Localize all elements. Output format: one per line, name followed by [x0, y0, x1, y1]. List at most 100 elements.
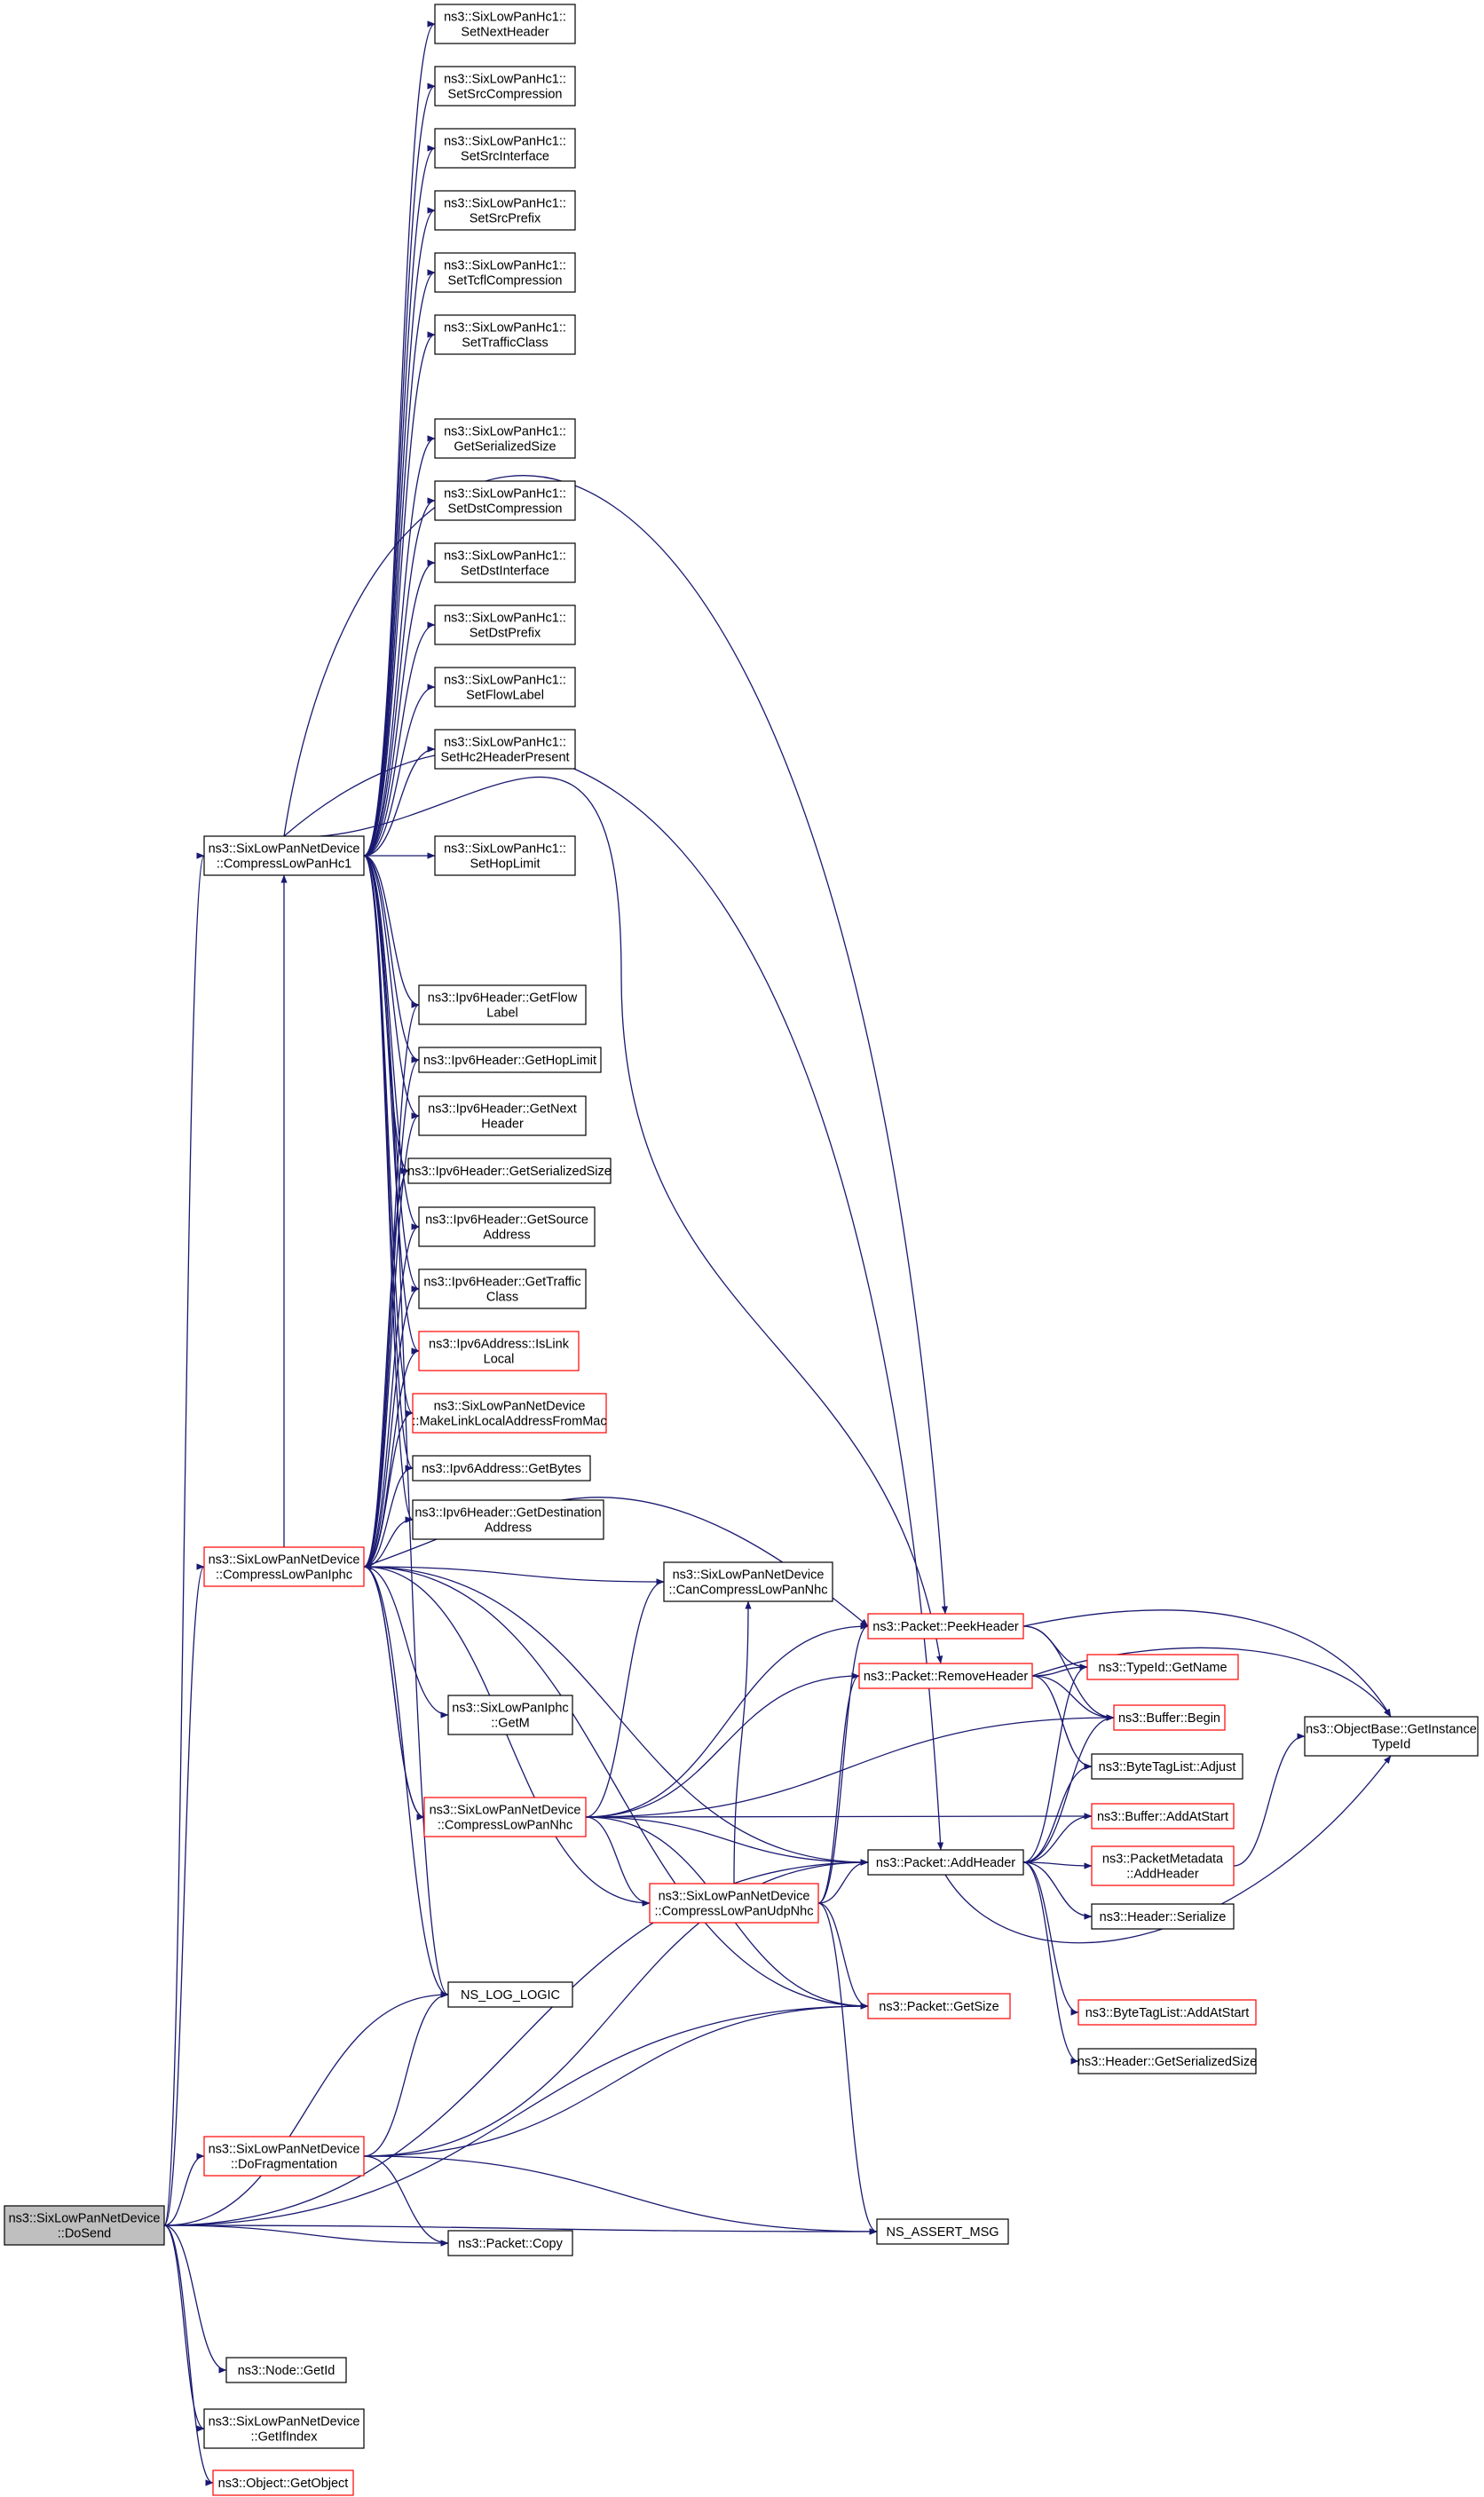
node-label: ns3::SixLowPanNetDevice — [434, 1400, 586, 1414]
node-box — [418, 1331, 580, 1371]
edge-udpnhc-to-cancomp — [733, 1600, 752, 1885]
node-box — [418, 1206, 596, 1247]
edge-dosend-to-dofrag — [163, 2153, 205, 2226]
node-peek[interactable]: ns3::Packet::PeekHeader — [867, 1613, 1024, 1640]
edge-addheader-to-adjust — [1022, 1763, 1093, 1863]
edge-addheader-to-objbase — [944, 1755, 1392, 1944]
node-dosend[interactable]: ns3::SixLowPanNetDevice::DoSend — [4, 2205, 165, 2246]
node-cancomp[interactable]: ns3::SixLowPanNetDevice::CanCompressLowP… — [663, 1561, 833, 1602]
edge-hc1-to-nslog — [363, 855, 449, 1998]
node-typeid[interactable]: ns3::TypeId::GetName — [1086, 1654, 1239, 1680]
node-label: SetFlowLabel — [466, 689, 544, 703]
node-hc1[interactable]: ns3::SixLowPanNetDevice::CompressLowPanH… — [203, 835, 365, 876]
edge-hc1-to-setdstcomp — [363, 497, 436, 857]
node-label: Address — [483, 1229, 530, 1243]
node-setdstpre[interactable]: ns3::SixLowPanHc1::SetDstPrefix — [434, 604, 576, 645]
edge-iphc-to-getsrc — [363, 1223, 420, 1568]
node-getobject[interactable]: ns3::Object::GetObject — [212, 2469, 354, 2496]
node-label: Label — [486, 1007, 517, 1021]
node-setflow[interactable]: ns3::SixLowPanHc1::SetFlowLabel — [434, 667, 576, 707]
edge-hc1-to-gethop — [363, 855, 420, 1063]
edge-addheader-to-serialize — [1022, 1861, 1093, 1920]
node-getsize[interactable]: ns3::Packet::GetSize — [867, 1993, 1011, 2019]
node-sethc2[interactable]: ns3::SixLowPanHc1::SetHc2HeaderPresent — [434, 729, 576, 770]
node-label: SetSrcCompression — [448, 88, 563, 102]
node-box — [4, 2205, 165, 2246]
node-box — [407, 1158, 612, 1184]
node-iphc[interactable]: ns3::SixLowPanNetDevice::CompressLowPanI… — [203, 1546, 365, 1587]
node-label: ns3::Ipv6Header::GetHopLimit — [423, 1054, 596, 1068]
node-label: ns3::Packet::Copy — [458, 2237, 563, 2251]
node-box — [412, 1499, 604, 1540]
node-settcfl[interactable]: ns3::SixLowPanHc1::SetTcflCompression — [434, 252, 576, 293]
node-label: ns3::Packet::RemoveHeader — [864, 1670, 1029, 1684]
node-label: ns3::Header::GetSerializedSize — [1077, 2055, 1257, 2069]
edge-dofrag-to-nslog — [363, 1991, 449, 2157]
node-nhc[interactable]: ns3::SixLowPanNetDevice::CompressLowPanN… — [423, 1797, 587, 1837]
edge-dosend-to-nslog — [163, 1991, 449, 2226]
node-setsrcif[interactable]: ns3::SixLowPanHc1::SetSrcInterface — [434, 128, 576, 169]
node-copy[interactable]: ns3::Packet::Copy — [447, 2230, 573, 2256]
node-setsrcpre[interactable]: ns3::SixLowPanHc1::SetSrcPrefix — [434, 190, 576, 231]
node-udpnhc[interactable]: ns3::SixLowPanNetDevice::CompressLowPanU… — [649, 1883, 819, 1924]
node-getid[interactable]: ns3::Node::GetId — [225, 2357, 347, 2383]
edge-iphc-to-getm — [363, 1566, 449, 1719]
node-getserhdr[interactable]: ns3::Header::GetSerializedSize — [1077, 2048, 1257, 2074]
node-serialize[interactable]: ns3::Header::Serialize — [1091, 1903, 1235, 1930]
node-label: ns3::Ipv6Header::GetDestination — [414, 1506, 601, 1521]
edge-hc1-to-settc — [363, 331, 436, 857]
node-btladdatstart[interactable]: ns3::ByteTagList::AddAtStart — [1077, 1999, 1257, 2026]
edge-udpnhc-to-addheader — [817, 1859, 869, 1904]
node-box — [412, 1393, 607, 1434]
node-label: ns3::SixLowPanNetDevice — [9, 2212, 161, 2226]
node-nslog[interactable]: NS_LOG_LOGIC — [447, 1981, 573, 2008]
node-getserhc1[interactable]: ns3::SixLowPanHc1::GetSerializedSize — [434, 418, 576, 459]
node-box — [447, 1981, 573, 2008]
node-setsrccomp[interactable]: ns3::SixLowPanHc1::SetSrcCompression — [434, 66, 576, 107]
node-label: SetHopLimit — [470, 857, 541, 872]
edge-udpnhc-to-remove — [817, 1672, 860, 1904]
node-dofrag[interactable]: ns3::SixLowPanNetDevice::DoFragmentation — [203, 2136, 365, 2177]
node-label: SetHc2HeaderPresent — [440, 751, 569, 765]
node-label: ns3::SixLowPanNetDevice — [673, 1569, 825, 1583]
node-adjust[interactable]: ns3::ByteTagList::Adjust — [1091, 1753, 1243, 1780]
node-assert[interactable]: NS_ASSERT_MSG — [876, 2218, 1009, 2245]
node-box — [434, 480, 576, 521]
node-bufbegin[interactable]: ns3::Buffer::Begin — [1113, 1704, 1226, 1731]
edge-remove-to-adjust — [1031, 1675, 1093, 1770]
node-getbytes[interactable]: ns3::Ipv6Address::GetBytes — [412, 1455, 591, 1482]
node-box — [434, 729, 576, 770]
node-setnext[interactable]: ns3::SixLowPanHc1::SetNextHeader — [434, 4, 576, 44]
node-label: Local — [484, 1353, 515, 1367]
node-label: ::GetIfIndex — [251, 2430, 319, 2445]
node-getifindex[interactable]: ns3::SixLowPanNetDevice::GetIfIndex — [203, 2408, 365, 2449]
node-getm[interactable]: ns3::SixLowPanIphc::GetM — [447, 1695, 573, 1735]
node-remove[interactable]: ns3::Packet::RemoveHeader — [858, 1663, 1033, 1689]
node-label: ns3::SixLowPanHc1:: — [444, 674, 566, 688]
node-addatstart[interactable]: ns3::Buffer::AddAtStart — [1091, 1803, 1235, 1829]
node-box — [203, 2136, 365, 2177]
node-pmaddheader[interactable]: ns3::PacketMetadata::AddHeader — [1091, 1845, 1235, 1886]
node-settc[interactable]: ns3::SixLowPanHc1::SetTrafficClass — [434, 314, 576, 355]
node-gethop[interactable]: ns3::Ipv6Header::GetHopLimit — [418, 1047, 602, 1073]
node-label: ns3::Ipv6Address::GetBytes — [422, 1462, 581, 1476]
node-setdstif[interactable]: ns3::SixLowPanHc1::SetDstInterface — [434, 542, 576, 583]
node-getserv6[interactable]: ns3::Ipv6Header::GetSerializedSize — [407, 1158, 612, 1184]
node-label: ns3::SixLowPanHc1:: — [444, 425, 566, 439]
node-setdstcomp[interactable]: ns3::SixLowPanHc1::SetDstCompression — [434, 480, 576, 521]
node-addheader[interactable]: ns3::Packet::AddHeader — [867, 1849, 1024, 1876]
node-label: ns3::Ipv6Header::GetFlow — [428, 992, 578, 1006]
edge-nhc-to-udpnhc — [585, 1816, 651, 1907]
node-label: SetTrafficClass — [462, 336, 549, 351]
node-makelink[interactable]: ns3::SixLowPanNetDevice::MakeLinkLocalAd… — [412, 1393, 607, 1434]
node-box — [1077, 1999, 1257, 2026]
edge-dosend-to-getobject — [163, 2224, 214, 2486]
node-sethop[interactable]: ns3::SixLowPanHc1::SetHopLimit — [434, 835, 576, 876]
